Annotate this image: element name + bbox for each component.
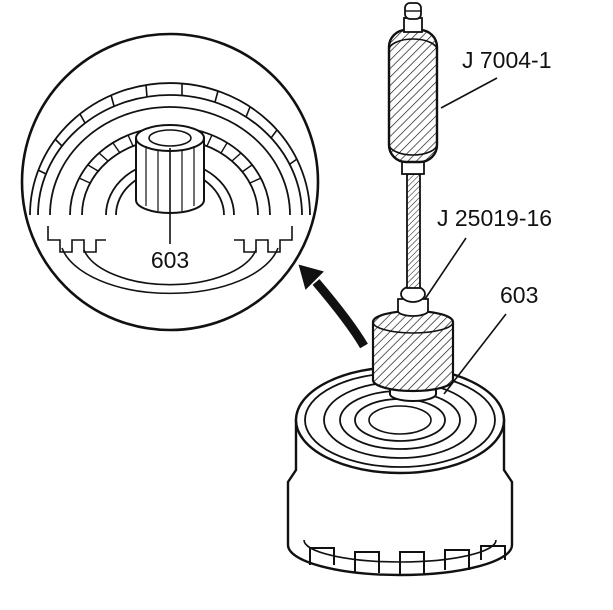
shell-lower-edges xyxy=(47,226,293,295)
drum-inner-bottom-edge xyxy=(303,539,497,563)
bushing-bore xyxy=(148,129,192,147)
installer-head-hatch xyxy=(371,309,455,393)
driver-handle-tool xyxy=(387,2,439,289)
installer-label: J 25019-16 xyxy=(437,205,552,231)
drum-bushing-ring xyxy=(368,405,432,435)
installer-tool xyxy=(371,285,455,402)
callout-arrowhead xyxy=(298,264,324,290)
driver-shaft-shoulder xyxy=(401,161,425,175)
driver-neck xyxy=(403,17,423,33)
driver-grip xyxy=(387,28,439,164)
driver-handle-label: J 7004-1 xyxy=(462,47,552,73)
drum-body xyxy=(286,418,514,577)
installer-collar xyxy=(397,298,429,317)
driver-handle-leader xyxy=(440,77,498,109)
driver-shaft xyxy=(406,173,421,289)
callout-arrow-tail xyxy=(312,279,368,349)
annotations: J 7004-1 J 25019-16 603 xyxy=(424,47,552,395)
shell-tab-ticks xyxy=(37,84,298,175)
bushing-label: 603 xyxy=(500,282,538,308)
detail-bushing-label: 603 xyxy=(151,247,189,273)
bushing-seam-lines xyxy=(145,146,195,211)
driver-grip-top-line xyxy=(388,38,438,51)
driver-grip-bottom-line xyxy=(388,143,438,156)
installer-leader xyxy=(424,237,467,300)
installer-head-rim xyxy=(372,321,454,334)
bushing-leader xyxy=(443,313,507,395)
callout-arrow xyxy=(298,264,368,349)
detail-callout: 603 xyxy=(20,32,320,332)
